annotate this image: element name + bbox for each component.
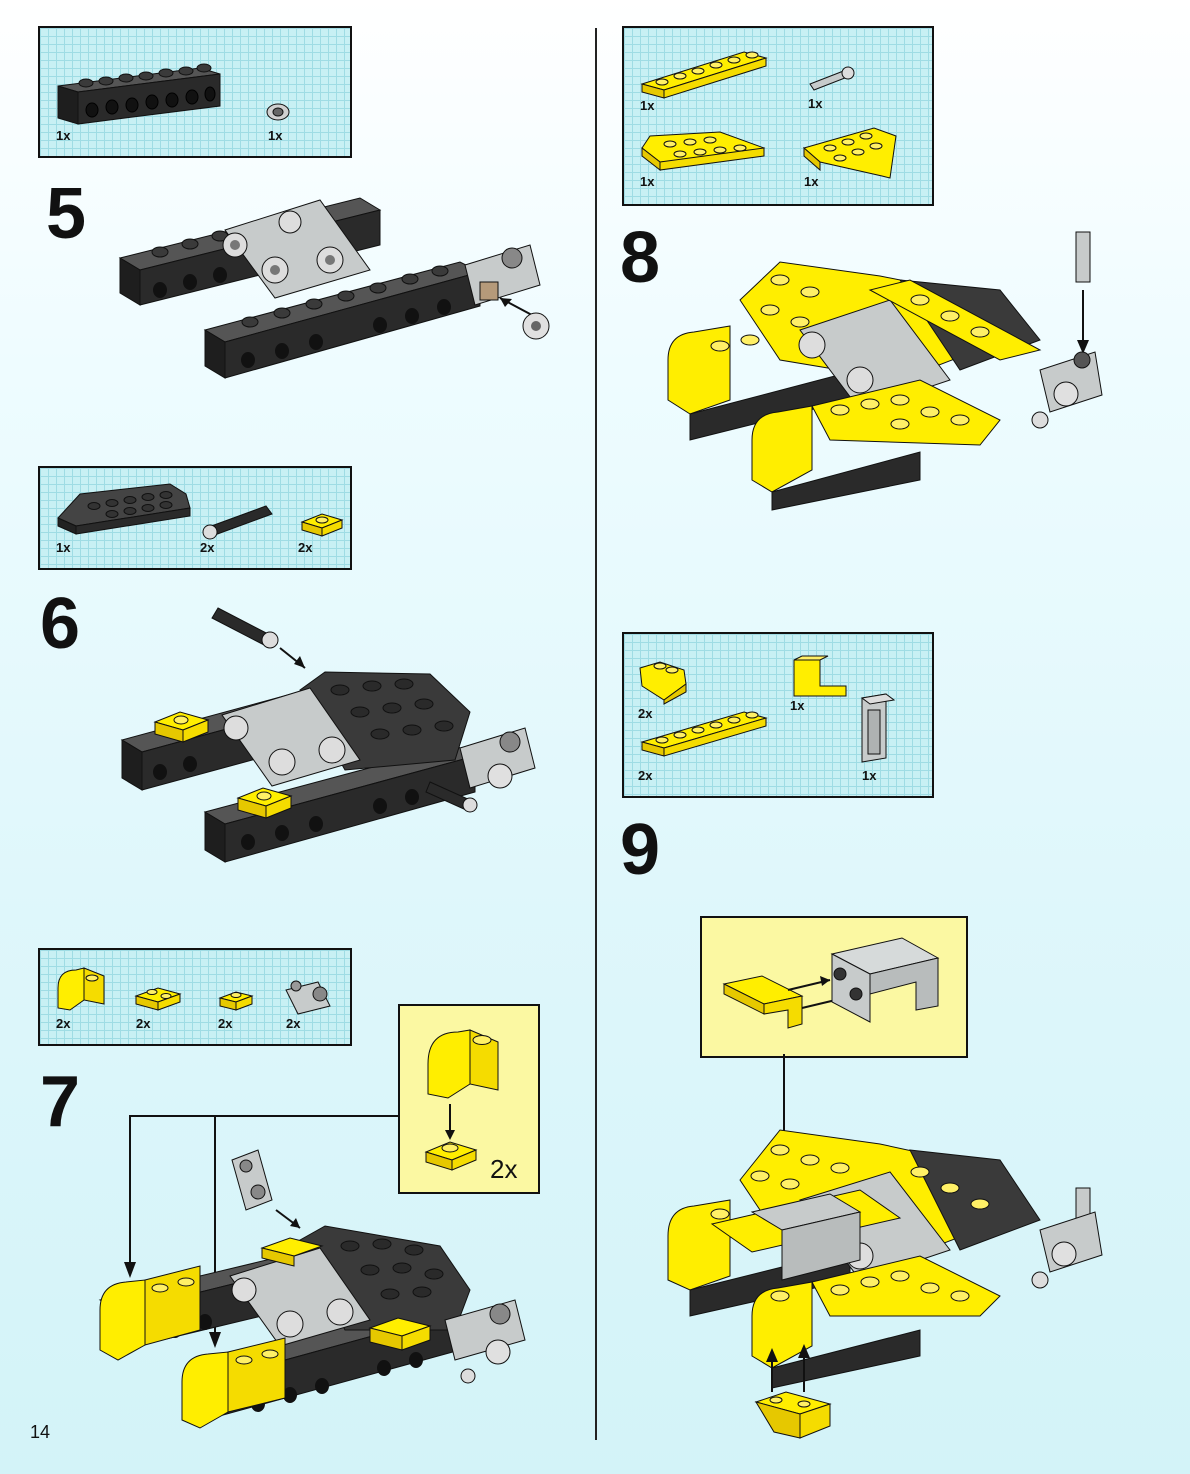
yellow-plate-1x6-icon — [642, 712, 766, 756]
page-divider — [595, 28, 597, 1440]
parts-illustration — [624, 634, 932, 796]
parts-box-step-9: 2x 1x 2x 1x — [622, 632, 934, 798]
part-qty: 1x — [790, 698, 804, 713]
gray-panel-icon — [832, 938, 938, 1022]
callout-lines — [124, 1116, 398, 1348]
parts-box-step-7: 2x 2x 2x 2x — [38, 948, 352, 1046]
part-qty: 1x — [862, 768, 876, 783]
inset-qty: 2x — [490, 1154, 517, 1185]
part-qty: 1x — [56, 128, 70, 143]
yellow-curved-brick-icon — [58, 968, 104, 1010]
page-number: 14 — [30, 1422, 50, 1443]
yellow-plate-1x2-icon — [426, 1142, 476, 1170]
yellow-curved-brick-icon — [428, 1030, 498, 1098]
black-axle-pin-icon — [203, 506, 272, 539]
parts-illustration — [40, 28, 350, 156]
step-8-assembly — [668, 232, 1102, 510]
parts-illustration — [624, 28, 932, 204]
step-6-assembly — [122, 608, 535, 862]
gray-pin-connector-icon — [286, 981, 330, 1014]
part-qty: 2x — [638, 768, 652, 783]
part-qty: 2x — [218, 1016, 232, 1031]
part-qty: 2x — [286, 1016, 300, 1031]
inset-illustration — [702, 918, 966, 1056]
yellow-plate-1x2-icon — [136, 988, 180, 1010]
part-qty: 1x — [808, 96, 822, 111]
step-number-7: 7 — [40, 1066, 80, 1138]
step-number-5: 5 — [46, 178, 86, 250]
yellow-angle-plate-icon — [724, 976, 802, 1028]
part-qty: 2x — [200, 540, 214, 555]
yellow-plate-1x2-icon — [302, 514, 342, 536]
gray-axle-pin-icon — [810, 67, 854, 90]
yellow-wedge-plate-left-icon — [642, 132, 764, 170]
part-qty: 2x — [136, 1016, 150, 1031]
gray-panel-icon — [862, 694, 894, 762]
parts-box-step-8: 1x 1x 1x 1x — [622, 26, 934, 206]
part-qty: 1x — [640, 98, 654, 113]
part-qty: 2x — [298, 540, 312, 555]
step-number-6: 6 — [40, 588, 80, 660]
yellow-wedge-plate-right-icon — [804, 128, 896, 178]
step-number-9: 9 — [620, 814, 660, 886]
step-5-assembly — [120, 198, 549, 378]
callout-lines — [778, 1054, 790, 1196]
parts-box-step-6: 1x 2x 2x — [38, 466, 352, 570]
yellow-plate-1x2-icon — [220, 992, 252, 1010]
step-9-inset-callout — [700, 916, 968, 1058]
step-9-assembly — [668, 1130, 1102, 1438]
yellow-angle-plate-icon — [794, 656, 846, 696]
step-7-inset-callout: 2x — [398, 1004, 540, 1194]
parts-illustration — [40, 950, 350, 1044]
dark-wedge-plate-icon — [58, 484, 190, 534]
part-qty: 2x — [56, 1016, 70, 1031]
part-qty: 1x — [804, 174, 818, 189]
gray-bush-icon — [267, 104, 289, 120]
black-technic-beam-icon — [58, 64, 220, 124]
part-qty: 2x — [638, 706, 652, 721]
part-qty: 1x — [640, 174, 654, 189]
parts-box-step-5: 1x 1x — [38, 26, 352, 158]
step-number-8: 8 — [620, 222, 660, 294]
yellow-plate-1x6-icon — [642, 52, 766, 98]
part-qty: 1x — [56, 540, 70, 555]
part-qty: 1x — [268, 128, 282, 143]
yellow-slope-brick-icon — [640, 662, 686, 704]
